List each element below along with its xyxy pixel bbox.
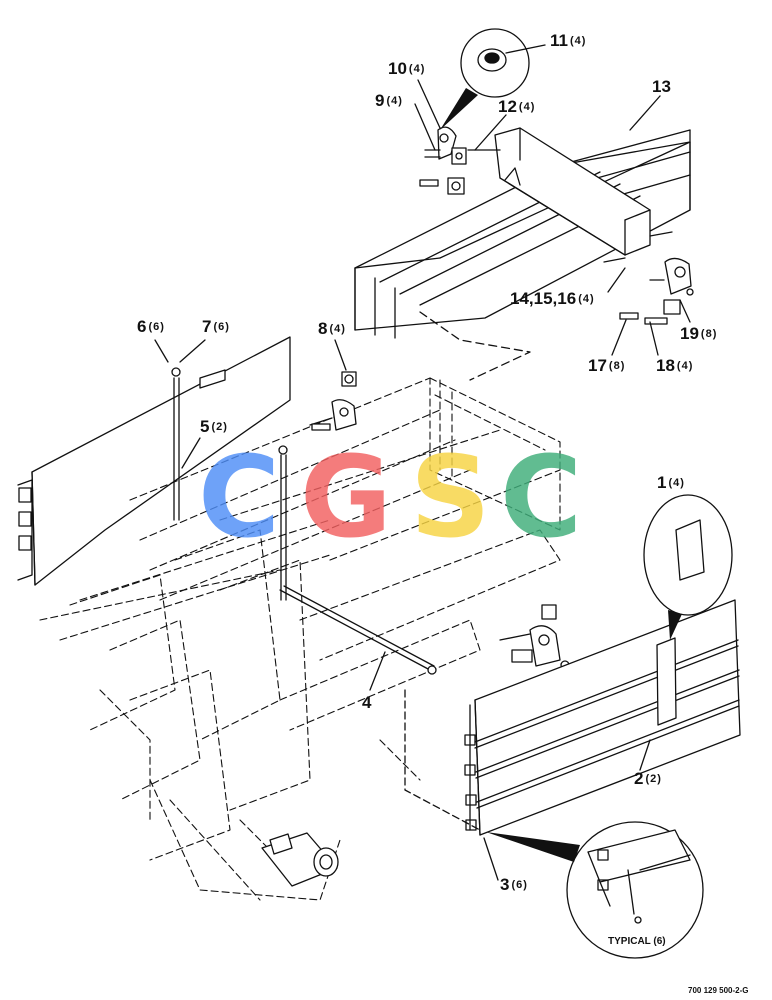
detail-circle-bushing <box>440 28 546 130</box>
lower-hinge-bracket <box>603 257 694 325</box>
right-side-panel <box>404 599 741 836</box>
leader-lines <box>154 79 691 881</box>
detail-caption: TYPICAL (6) <box>608 936 666 947</box>
callout-5: 5(2) <box>200 417 228 436</box>
detail-circle-typical <box>486 821 704 959</box>
callout-11: 11(4) <box>550 31 587 50</box>
callout-3: 3(6) <box>500 875 528 894</box>
lower-right-hinge <box>499 604 570 670</box>
callout-17: 17(8) <box>588 356 626 375</box>
middle-hinge-bracket <box>309 371 357 431</box>
callout-8: 8(4) <box>318 319 346 338</box>
callout-18: 18(4) <box>656 356 694 375</box>
callout-9: 9(4) <box>375 91 403 110</box>
callout-6: 6(6) <box>137 317 165 336</box>
baler-frame <box>39 377 561 901</box>
callout-2: 2(2) <box>634 769 662 788</box>
left-side-panel <box>17 336 291 601</box>
roller <box>261 832 339 887</box>
long-rod-4 <box>279 585 437 675</box>
callout-1: 1(4) <box>657 473 685 492</box>
rail-assembly-13 <box>354 127 691 339</box>
callout-14-15-16: 14,15,16(4) <box>510 289 595 308</box>
callout-12: 12(4) <box>498 97 536 116</box>
callout-4: 4 <box>362 693 372 712</box>
detail-circle-decal <box>643 494 733 640</box>
upper-hinge-bracket <box>419 126 501 195</box>
callout-10: 10(4) <box>388 59 426 78</box>
callout-13: 13 <box>652 77 671 96</box>
callout-7: 7(6) <box>202 317 230 336</box>
callout-19: 19(8) <box>680 324 718 343</box>
figure-id: 700 129 500-2-G <box>688 986 749 995</box>
